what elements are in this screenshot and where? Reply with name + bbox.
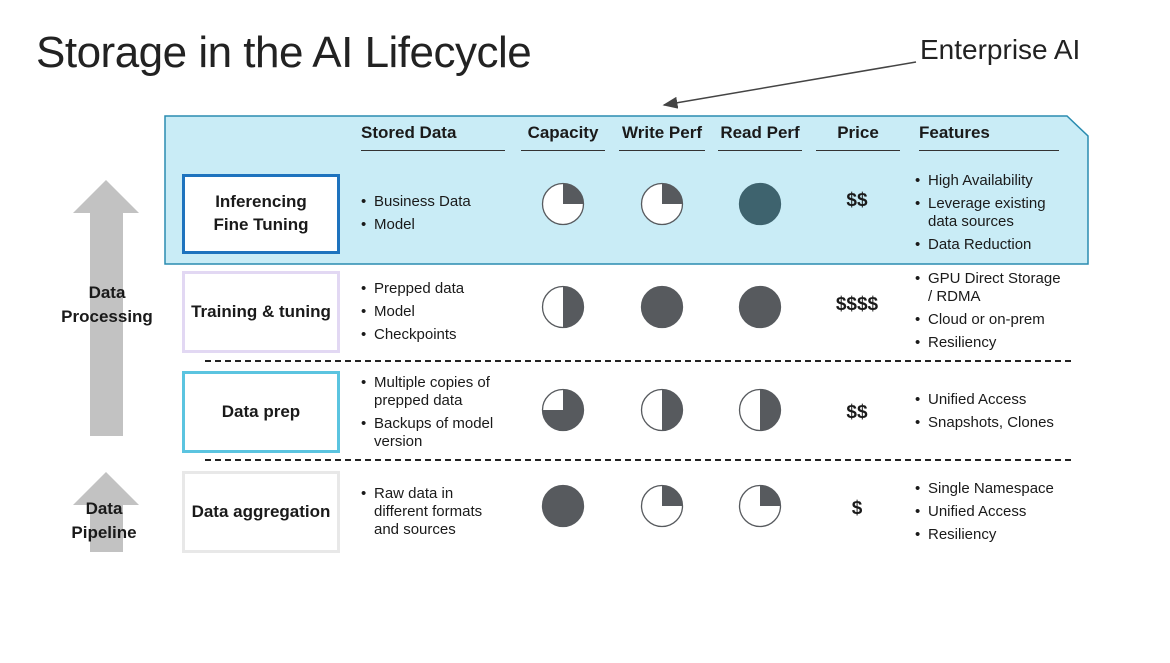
list-item: Cloud or on-prem <box>915 311 1065 329</box>
stored-data-list-data-aggregation: Raw data in different formats and source… <box>361 485 511 544</box>
header-stored-data: Stored Data <box>361 123 505 151</box>
features-list-inferencing: High Availability Leverage existing data… <box>915 172 1075 259</box>
price-value: $$ <box>846 190 868 211</box>
data-processing-arrow <box>73 180 139 436</box>
stored-data-list-training: Prepped data Model Checkpoints <box>361 280 511 349</box>
pie-slice <box>563 183 584 204</box>
capacity-pie <box>541 182 585 226</box>
stage-box-data-aggregation: Data aggregation <box>182 471 340 553</box>
stored-data-list-inferencing: Business Data Model <box>361 193 511 239</box>
header-price: Price <box>816 123 900 151</box>
stored-data-list-data-prep: Multiple copies of prepped data Backups … <box>361 374 511 456</box>
pie-slice <box>542 389 584 431</box>
read-perf-pie <box>738 285 782 329</box>
list-item: Raw data in different formats and source… <box>361 485 511 539</box>
list-item: Unified Access <box>915 503 1065 521</box>
list-item: Resiliency <box>915 526 1065 544</box>
list-item: High Availability <box>915 172 1075 190</box>
pie-slice <box>662 183 683 204</box>
pie-outline <box>738 285 782 329</box>
page-title: Storage in the AI Lifecycle <box>36 28 532 77</box>
read-perf-pie <box>738 484 782 528</box>
price-value: $$ <box>846 402 868 423</box>
write-perf-pie <box>640 285 684 329</box>
list-item: Unified Access <box>915 391 1065 409</box>
header-write-perf: Write Perf <box>619 123 705 151</box>
capacity-pie <box>541 285 585 329</box>
list-item: Multiple copies of prepped data <box>361 374 511 410</box>
list-item: Single Namespace <box>915 480 1065 498</box>
pie-outline <box>738 182 782 226</box>
stage-box-training: Training & tuning <box>182 271 340 353</box>
stage-label-line1: Data prep <box>221 401 301 421</box>
stage-label-line2: Fine Tuning <box>213 215 309 234</box>
header-read-perf: Read Perf <box>718 123 802 151</box>
data-pipeline-label: Data Pipeline <box>71 499 137 542</box>
data-pipeline-arrow <box>73 472 139 552</box>
pie-slice <box>760 485 781 506</box>
list-item: Checkpoints <box>361 326 511 344</box>
capacity-pie <box>541 388 585 432</box>
write-perf-pie <box>640 182 684 226</box>
stage-label-line1: Data aggregation <box>191 501 331 521</box>
divider-dashed <box>205 360 1071 362</box>
divider-dashed <box>205 459 1071 461</box>
list-item: Snapshots, Clones <box>915 414 1065 432</box>
features-list-data-aggregation: Single Namespace Unified Access Resilien… <box>915 480 1065 549</box>
stage-label-line1: Inferencing <box>215 192 307 212</box>
list-item: Backups of model version <box>361 415 511 451</box>
list-item: Model <box>361 303 511 321</box>
enterprise-ai-label: Enterprise AI <box>920 34 1081 65</box>
list-item: GPU Direct Storage / RDMA <box>915 270 1065 306</box>
header-features: Features <box>919 123 1059 151</box>
pie-slice <box>563 286 584 328</box>
list-item: Model <box>361 216 511 234</box>
side-arrows <box>73 180 139 552</box>
pie-slice <box>662 389 683 431</box>
price-value: $$$$ <box>835 294 879 315</box>
features-list-training: GPU Direct Storage / RDMA Cloud or on-pr… <box>915 270 1065 357</box>
write-perf-pie <box>640 484 684 528</box>
list-item: Prepped data <box>361 280 511 298</box>
read-perf-pie <box>738 388 782 432</box>
list-item: Resiliency <box>915 334 1065 352</box>
list-item: Business Data <box>361 193 511 211</box>
stage-box-data-prep: Data prep <box>182 371 340 453</box>
stage-label-line1: Training & tuning <box>191 301 331 321</box>
pie-slice <box>760 389 781 431</box>
header-capacity: Capacity <box>521 123 605 151</box>
read-perf-pie <box>738 182 782 226</box>
capacity-pie <box>541 484 585 528</box>
list-item: Leverage existing data sources <box>915 195 1075 231</box>
pie-outline <box>541 484 585 528</box>
pie-outline <box>640 285 684 329</box>
data-processing-label: Data Processing <box>61 283 153 326</box>
list-item: Data Reduction <box>915 236 1075 254</box>
features-list-data-prep: Unified Access Snapshots, Clones <box>915 391 1065 437</box>
pie-slice <box>662 485 683 506</box>
price-value: $ <box>851 498 863 519</box>
write-perf-pie <box>640 388 684 432</box>
